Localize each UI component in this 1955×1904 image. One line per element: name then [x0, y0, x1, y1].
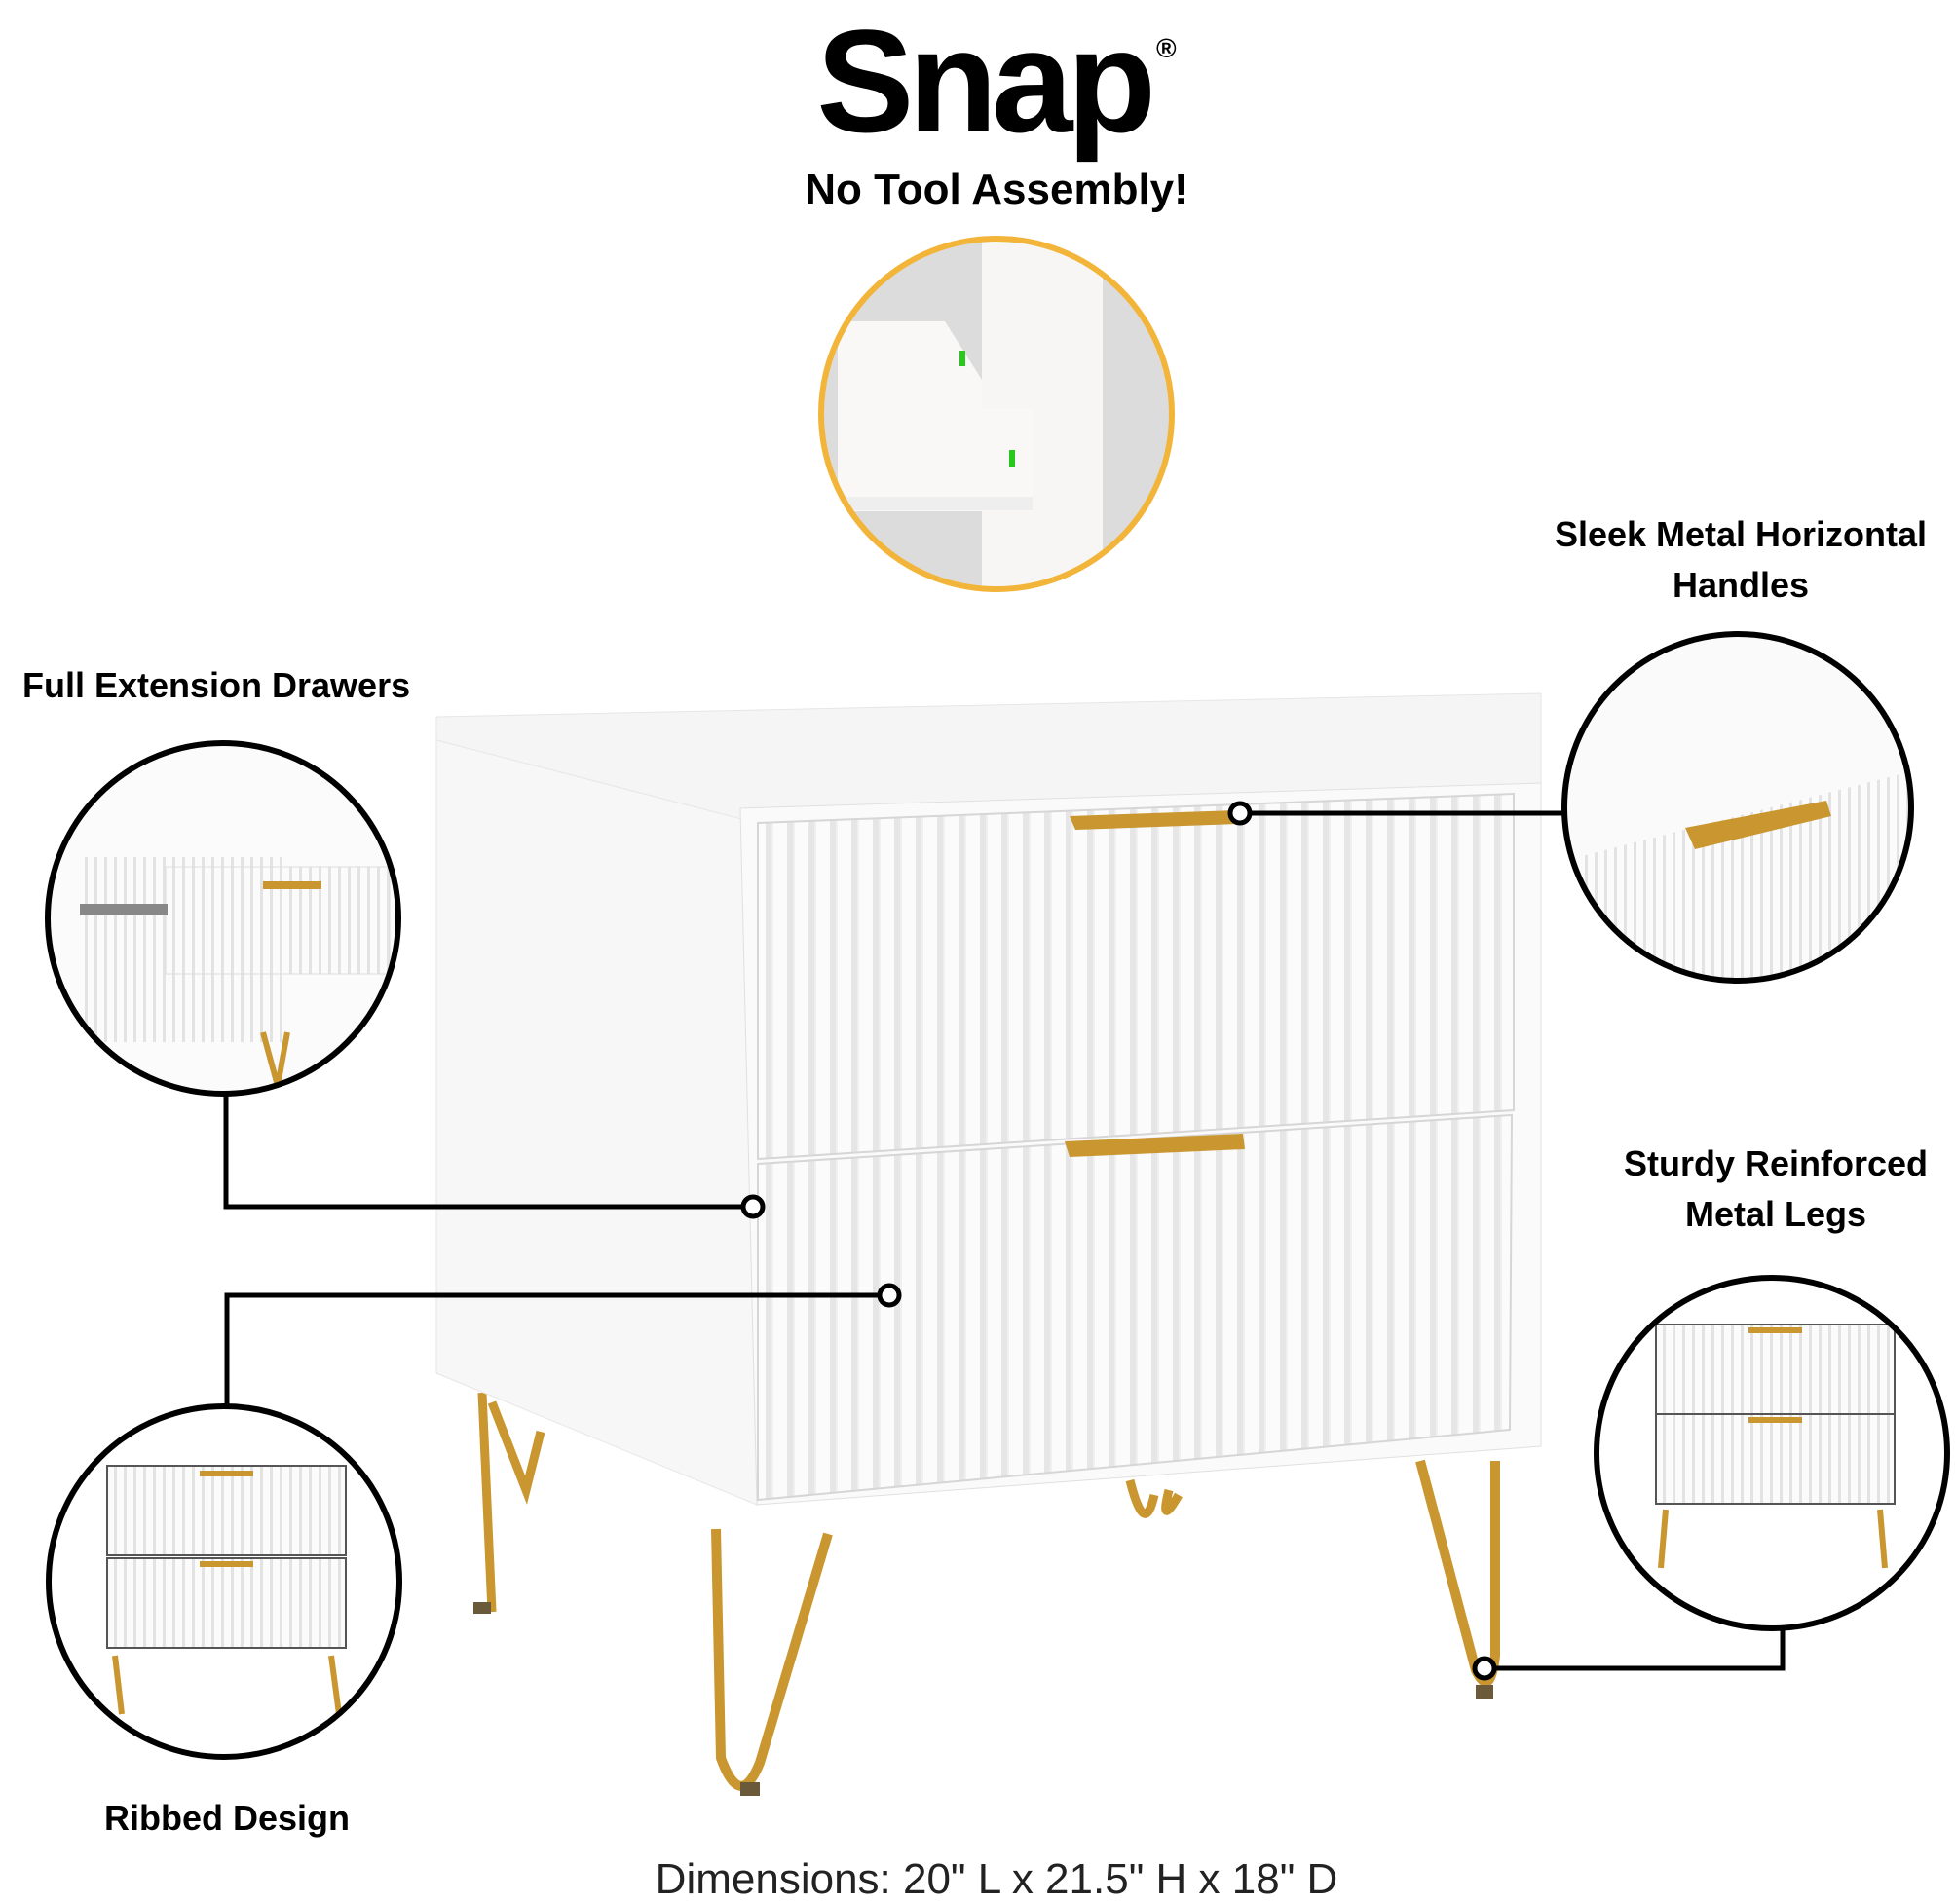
dimensions-text: Dimensions: 20" L x 21.5" H x 18" D: [655, 1855, 1338, 1903]
clip-marker-icon: [1009, 450, 1015, 467]
drawers-pointer-dot: [740, 1194, 766, 1219]
drawers-connector: [223, 1095, 746, 1210]
top-drawer: [757, 792, 1515, 1161]
registered-mark: ®: [1156, 33, 1177, 63]
legs-detail-circle: [1594, 1275, 1950, 1631]
clip-marker-icon: [959, 351, 965, 366]
legs-label-line1: Sturdy Reinforced: [1623, 1143, 1929, 1183]
ribbed-detail-circle: [46, 1403, 402, 1760]
handles-label-line2: Handles: [1672, 565, 1810, 605]
handles-pointer-dot: [1227, 801, 1253, 826]
bottom-drawer: [757, 1113, 1514, 1502]
nightstand: [435, 692, 1542, 1796]
legs-pointer-dot: [1472, 1656, 1497, 1681]
legs-label: Sturdy Reinforced Metal Legs: [1581, 1139, 1955, 1240]
drawer-handle: [1070, 810, 1239, 830]
brand-logo: Snap®: [0, 8, 1955, 154]
tagline: No Tool Assembly!: [805, 166, 1188, 213]
assembly-detail-circle: [818, 236, 1175, 592]
drawers-label: Full Extension Drawers: [22, 665, 411, 705]
legs-label-line2: Metal Legs: [1684, 1194, 1867, 1234]
drawers-detail-circle: [45, 740, 401, 1097]
handles-label-line1: Sleek Metal Horizontal: [1554, 514, 1928, 554]
ribbed-pointer-dot: [877, 1283, 902, 1308]
drawer-handle: [1065, 1134, 1245, 1157]
ribbed-label: Ribbed Design: [103, 1798, 351, 1838]
brand-name: Snap: [816, 0, 1156, 163]
legs-connector: [1492, 1628, 1786, 1671]
handles-detail-circle: [1561, 631, 1914, 984]
handles-label: Sleek Metal Horizontal Handles: [1534, 509, 1947, 611]
callout-connectors: [223, 810, 1786, 1671]
ribbed-connector: [224, 1292, 883, 1406]
